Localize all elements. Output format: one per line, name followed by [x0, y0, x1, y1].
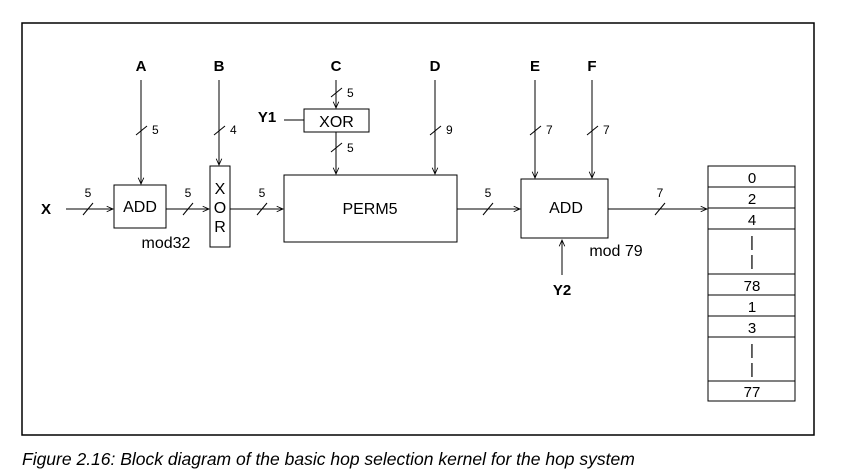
xor-vertical-letter-1: X: [215, 181, 226, 198]
add1-block: [113, 184, 167, 229]
mod79-annotation: mod 79: [589, 243, 642, 260]
table-cell: 0: [748, 170, 756, 187]
input-label-x: X: [41, 201, 51, 218]
perm5-block: [283, 174, 458, 243]
mod32-annotation: mod32: [142, 235, 191, 252]
bus-x-slash: [82, 202, 94, 216]
input-label-c: C: [331, 58, 342, 75]
bus-c-bottom-slash: [330, 142, 343, 153]
xor-vertical-letter-3: R: [214, 219, 226, 236]
table-cell: 3: [748, 320, 756, 337]
bus-c-top-width: 5: [347, 86, 354, 100]
table-cell: |: [750, 342, 754, 359]
bus-e-slash: [529, 125, 542, 136]
bus-perm-out-width: 5: [485, 186, 492, 200]
table-cell: 1: [748, 299, 756, 316]
bus-x-width: 5: [85, 186, 92, 200]
add1-label: ADD: [123, 199, 157, 216]
input-label-e: E: [530, 58, 540, 75]
bus-a-width: 5: [152, 123, 159, 137]
perm5-label: PERM5: [342, 201, 397, 218]
bus-b-width: 4: [230, 123, 237, 137]
table-cell: 77: [744, 384, 761, 401]
xor-top-block: [303, 108, 370, 133]
add2-label: ADD: [549, 200, 583, 217]
input-label-d: D: [430, 58, 441, 75]
bus-add2-out-width: 7: [657, 186, 664, 200]
bus-d-slash: [429, 125, 442, 136]
input-label-b: B: [214, 58, 225, 75]
input-label-y2: Y2: [553, 282, 571, 299]
bus-f-width: 7: [603, 123, 610, 137]
table-cell: |: [750, 253, 754, 270]
input-label-y1: Y1: [258, 109, 276, 126]
table-cell: 78: [744, 278, 761, 295]
bus-perm-out-slash: [482, 202, 494, 216]
table-cell: 2: [748, 191, 756, 208]
bus-add2-out-slash: [654, 202, 666, 216]
table-cell: |: [750, 361, 754, 378]
bus-d-width: 9: [446, 123, 453, 137]
figure-frame: [21, 22, 815, 436]
input-label-f: F: [587, 58, 596, 75]
bus-b-slash: [213, 125, 226, 136]
bus-f-slash: [586, 125, 599, 136]
bus-c-top-slash: [330, 87, 343, 98]
figure-caption: Figure 2.16: Block diagram of the basic …: [22, 449, 635, 469]
bus-c-bottom-width: 5: [347, 141, 354, 155]
bus-a-slash: [135, 125, 148, 136]
bus-add1-out-slash: [182, 202, 194, 216]
input-label-a: A: [136, 58, 147, 75]
bus-add1-out-width: 5: [185, 186, 192, 200]
table-cell: |: [750, 234, 754, 251]
xor-top-label: XOR: [319, 114, 354, 131]
bus-xor-out-slash: [256, 202, 268, 216]
lookup-table: [707, 165, 796, 402]
xor-vertical-letter-2: O: [214, 200, 226, 217]
table-cell: 4: [748, 212, 756, 229]
bus-xor-out-width: 5: [259, 186, 266, 200]
add2-block: [520, 178, 609, 239]
bus-e-width: 7: [546, 123, 553, 137]
